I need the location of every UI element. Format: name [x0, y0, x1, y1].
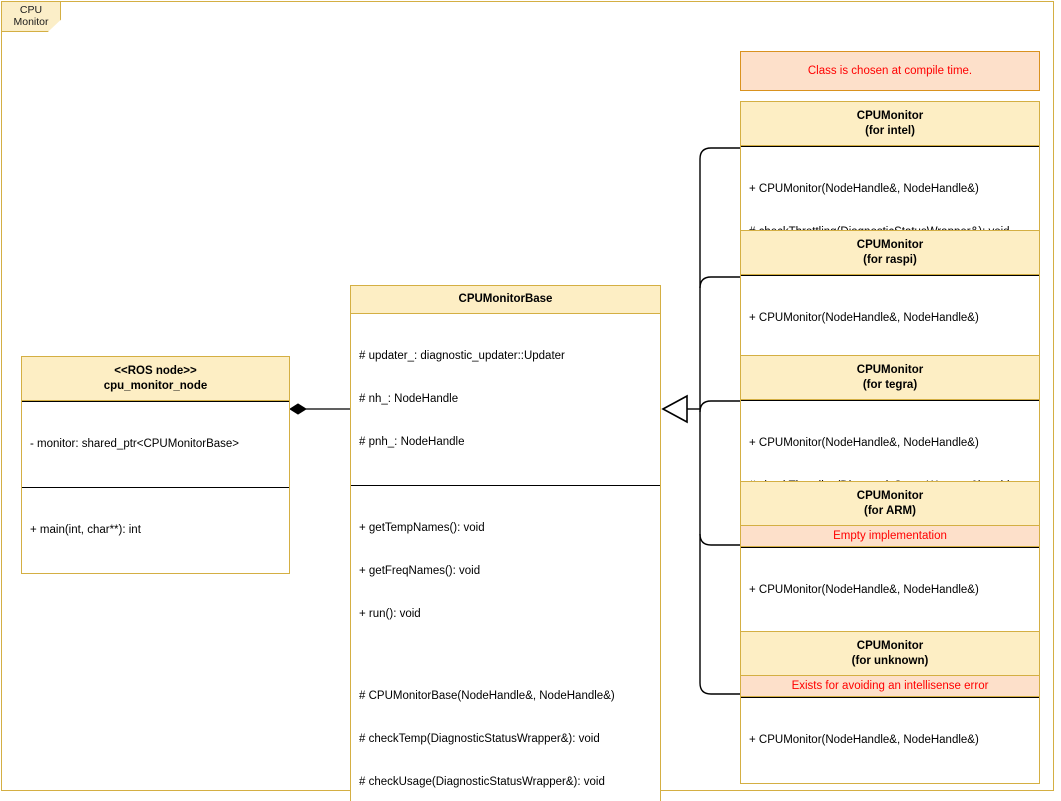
attribute-row: - monitor: shared_ptr<CPUMonitorBase> — [30, 438, 240, 451]
operation-row: + CPUMonitor(NodeHandle&, NodeHandle&) — [749, 437, 979, 450]
operation-row: + getTempNames(): void — [359, 521, 485, 534]
class-cpu-monitor-unknown[interactable]: CPUMonitor (for unknown) Exists for avoi… — [740, 631, 1040, 784]
class-stereotype: <<ROS node>> — [114, 365, 197, 377]
class-name: cpu_monitor_node — [103, 379, 208, 392]
class-cpu-monitor-arm[interactable]: CPUMonitor (for ARM) Empty implementatio… — [740, 481, 1040, 634]
class-cpu-monitor-arm-note: Empty implementation — [741, 526, 1039, 548]
class-cpu-monitor-raspi-header: CPUMonitor (for raspi) — [741, 231, 1039, 276]
operation-row: + getFreqNames(): void — [359, 564, 481, 577]
class-cpu-monitor-arm-operations: + CPUMonitor(NodeHandle&, NodeHandle&) — [741, 547, 1039, 633]
operation-row: + CPUMonitor(NodeHandle&, NodeHandle&) — [749, 183, 979, 196]
class-cpu-monitor-base-attributes: # updater_: diagnostic_updater::Updater … — [351, 313, 660, 486]
note-compile-time: Class is chosen at compile time. — [740, 51, 1040, 91]
class-variant: (for ARM) — [864, 504, 916, 517]
class-name: CPUMonitor — [856, 239, 924, 251]
operation-row: # checkUsage(DiagnosticStatusWrapper&): … — [359, 776, 605, 789]
class-variant: (for unknown) — [851, 654, 929, 667]
class-name: CPUMonitor — [856, 640, 924, 652]
class-variant: (for tegra) — [862, 378, 918, 391]
operation-row: + CPUMonitor(NodeHandle&, NodeHandle&) — [749, 312, 979, 325]
attribute-row: # updater_: diagnostic_updater::Updater — [359, 350, 565, 363]
class-cpu-monitor-unknown-header: CPUMonitor (for unknown) — [741, 632, 1039, 677]
class-cpu-monitor-base-operations: + getTempNames(): void + getFreqNames():… — [351, 485, 660, 801]
class-cpu-monitor-tegra-header: CPUMonitor (for tegra) — [741, 356, 1039, 401]
class-cpu-monitor-node-operations: + main(int, char**): int — [22, 487, 289, 573]
operation-row: + run(): void — [359, 607, 421, 620]
class-cpu-monitor-intel-header: CPUMonitor (for intel) — [741, 102, 1039, 147]
operations-spacer — [359, 650, 652, 661]
class-cpu-monitor-node-attributes: - monitor: shared_ptr<CPUMonitorBase> — [22, 401, 289, 487]
frame-tab-line-1: CPU — [19, 3, 43, 16]
operation-row: + CPUMonitor(NodeHandle&, NodeHandle&) — [749, 734, 979, 747]
class-cpu-monitor-base[interactable]: CPUMonitorBase # updater_: diagnostic_up… — [350, 285, 661, 801]
frame-tab-line-2: Monitor — [13, 15, 49, 28]
attribute-row: # nh_: NodeHandle — [359, 393, 459, 406]
attribute-row: # pnh_: NodeHandle — [359, 436, 465, 449]
note-text: Empty implementation — [833, 530, 947, 543]
class-cpu-monitor-node[interactable]: <<ROS node>> cpu_monitor_node - monitor:… — [21, 356, 290, 574]
class-cpu-monitor-node-header: <<ROS node>> cpu_monitor_node — [22, 357, 289, 402]
class-cpu-monitor-unknown-operations: + CPUMonitor(NodeHandle&, NodeHandle&) — [741, 697, 1039, 783]
class-name: CPUMonitorBase — [458, 293, 553, 305]
class-cpu-monitor-arm-header: CPUMonitor (for ARM) — [741, 482, 1039, 527]
class-variant: (for intel) — [865, 124, 915, 137]
class-cpu-monitor-base-header: CPUMonitorBase — [351, 286, 660, 314]
class-name: CPUMonitor — [856, 490, 924, 502]
operation-row: + main(int, char**): int — [30, 523, 141, 536]
operation-row: # CPUMonitorBase(NodeHandle&, NodeHandle… — [359, 690, 615, 703]
class-name: CPUMonitor — [856, 110, 924, 122]
class-name: CPUMonitor — [856, 364, 924, 376]
class-cpu-monitor-unknown-note: Exists for avoiding an intellisense erro… — [741, 676, 1039, 698]
operation-row: # checkTemp(DiagnosticStatusWrapper&): v… — [359, 733, 600, 746]
diagram-frame-tab: CPU Monitor — [1, 1, 61, 32]
note-text: Exists for avoiding an intellisense erro… — [791, 680, 989, 693]
note-text: Class is chosen at compile time. — [807, 65, 973, 77]
operation-row: + CPUMonitor(NodeHandle&, NodeHandle&) — [749, 584, 979, 597]
class-variant: (for raspi) — [863, 253, 917, 266]
